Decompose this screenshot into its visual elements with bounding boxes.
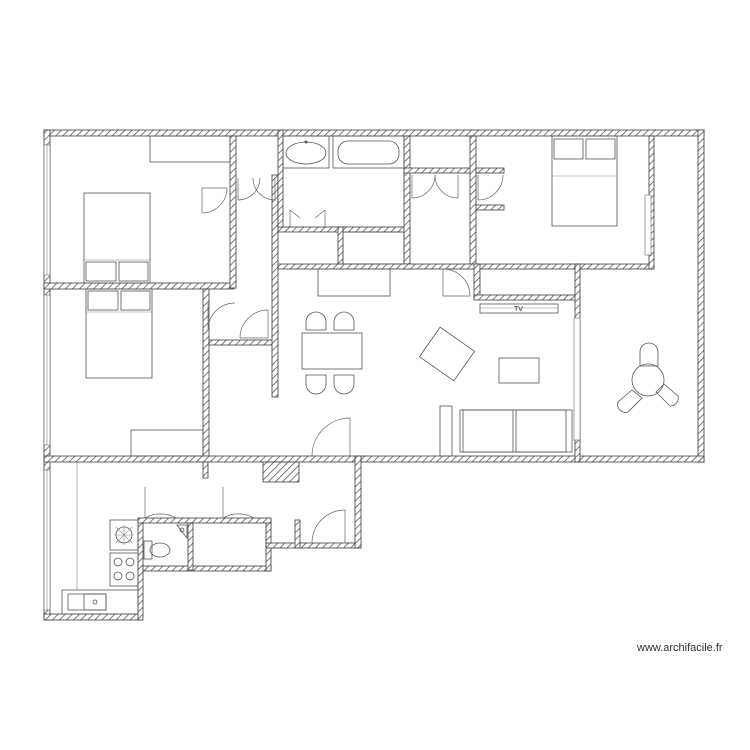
wall-top bbox=[43, 129, 705, 137]
tv-unit: TV bbox=[479, 303, 559, 314]
wall-bottom-left bbox=[43, 613, 143, 621]
wall-hall-right bbox=[354, 455, 362, 549]
outer-walls bbox=[43, 129, 705, 621]
bedroom-1 bbox=[83, 135, 231, 284]
doors bbox=[144, 174, 504, 544]
watermark-text: www.archifacile.fr bbox=[637, 642, 723, 654]
sofa bbox=[459, 409, 573, 453]
interior-walls bbox=[43, 129, 655, 571]
round-table bbox=[617, 342, 679, 413]
bedroom-2 bbox=[85, 288, 204, 457]
bedroom-3 bbox=[551, 135, 618, 227]
windows bbox=[43, 144, 652, 611]
wall-kitchen-right bbox=[137, 519, 144, 621]
wc bbox=[143, 524, 188, 560]
bathroom bbox=[282, 135, 405, 265]
kitchen bbox=[61, 462, 139, 615]
dining-area bbox=[301, 311, 363, 395]
wall-wc-bottom bbox=[142, 565, 272, 572]
wall-hall-bottom bbox=[265, 542, 362, 549]
tv-label: TV bbox=[514, 306, 523, 313]
living-room: TV bbox=[317, 268, 573, 457]
wall-bottom-right bbox=[354, 455, 705, 463]
wall-right bbox=[697, 129, 705, 463]
